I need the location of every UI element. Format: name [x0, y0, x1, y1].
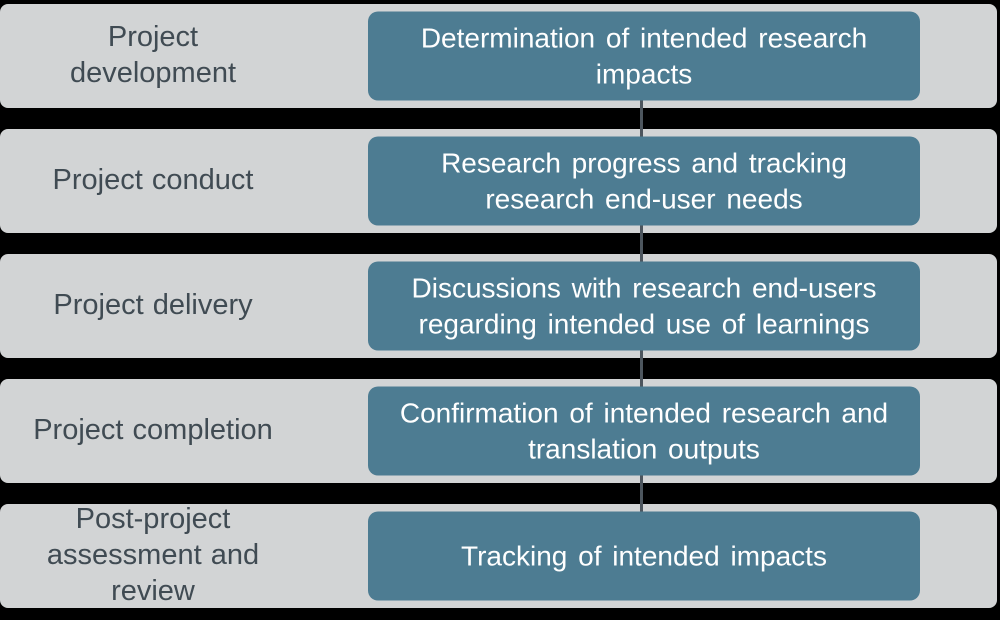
activity-box: Research progress and tracking research …: [368, 136, 920, 226]
stage-label: Project development: [69, 21, 237, 89]
stage-band-project-delivery: Project delivery Discussions with resear…: [0, 254, 997, 358]
stage-band-project-completion: Project completion Confirmation of inten…: [0, 379, 997, 483]
activity-box: Tracking of intended impacts: [368, 511, 920, 601]
activity-box: Confirmation of intended research and tr…: [368, 386, 920, 476]
stage-label: Post-project assessment and review: [46, 503, 260, 607]
activity-box: Determination of intended research impac…: [368, 11, 920, 101]
stage-label: Project delivery: [53, 289, 253, 322]
activity-box: Discussions with research end-users rega…: [368, 261, 920, 351]
stage-band-project-conduct: Project conduct Research progress and tr…: [0, 129, 997, 233]
stage-label: Project conduct: [52, 164, 254, 197]
stage-band-project-development: Project development Determination of int…: [0, 4, 997, 108]
stage-band-post-project-assessment: Post-project assessment and review Track…: [0, 503, 997, 608]
stage-label: Project completion: [33, 414, 273, 447]
